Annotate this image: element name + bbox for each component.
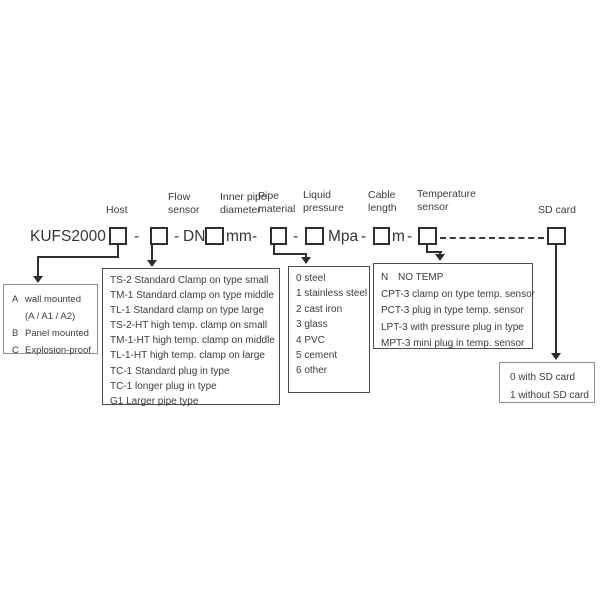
option-line: LPT-3 with pressure plug in type bbox=[381, 321, 524, 333]
liquid-pressure-code-box bbox=[305, 227, 324, 245]
connector-line bbox=[426, 251, 442, 253]
option-code: A bbox=[12, 294, 19, 305]
option-line: 2 cast iron bbox=[296, 303, 343, 315]
connector-line bbox=[305, 253, 307, 259]
inner-pipe-diameter-field-label: Inner pipe diameter bbox=[220, 191, 267, 216]
sd-card-field-label: SD card bbox=[538, 204, 576, 216]
model-number-text: KUFS2000 bbox=[30, 228, 106, 245]
option-row: N NO TEMP bbox=[381, 270, 532, 287]
option-line: TS-2 Standard Clamp on type small bbox=[110, 275, 269, 286]
temperature-sensor-field-label: Temperature sensor bbox=[417, 188, 476, 213]
pipe-material-options-box: 0 steel 1 stainless steel 2 cast iron 3 … bbox=[288, 266, 370, 393]
pipe-material-field-label: Pipe material bbox=[258, 190, 296, 215]
separator-dash: - bbox=[252, 228, 258, 245]
separator-dash: - bbox=[407, 228, 413, 245]
mpa-suffix-text: Mpa bbox=[328, 228, 359, 245]
option-label: wall mounted bbox=[25, 294, 81, 305]
option-label: Explosion-proof bbox=[25, 345, 92, 356]
option-row: A wall mounted bbox=[12, 291, 97, 308]
connector-line bbox=[273, 253, 307, 255]
option-label: Panel mounted bbox=[25, 328, 89, 339]
connector-line bbox=[117, 245, 119, 258]
flow-sensor-options-box: TS-2 Standard Clamp on type small TM-1 S… bbox=[102, 268, 280, 407]
host-field-label-text: Host bbox=[106, 204, 128, 216]
flow-sensor-field-label: Flow sensor bbox=[168, 191, 200, 216]
temperature-sensor-code-box bbox=[418, 227, 437, 245]
option-line: MPT-3 mini plug in temp. sensor bbox=[381, 338, 525, 350]
option-line: 0 with SD card bbox=[510, 372, 576, 383]
separator-dash: - bbox=[174, 228, 180, 245]
dn-prefix-text: DN bbox=[183, 228, 206, 245]
separator-dash: - bbox=[293, 228, 299, 245]
option-line: 1 stainless steel bbox=[296, 288, 368, 300]
option-line: TL-1 Standard clamp on type large bbox=[110, 305, 264, 317]
arrow-down-icon bbox=[147, 260, 157, 267]
option-line: 5 cement bbox=[296, 350, 338, 362]
option-label: NO TEMP bbox=[398, 272, 444, 283]
connector-line bbox=[37, 256, 119, 258]
option-line: TC-1 longer plug in type bbox=[110, 380, 217, 392]
temperature-sensor-options-box: N NO TEMP CPT-3 clamp on type temp. sens… bbox=[373, 263, 535, 349]
option-code: C bbox=[12, 345, 19, 356]
option-line: 3 glass bbox=[296, 319, 328, 331]
option-line: TM-1-HT high temp. clamp on middle bbox=[110, 335, 275, 347]
separator-dash: - bbox=[361, 228, 367, 245]
connector-line bbox=[426, 245, 428, 253]
arrow-down-icon bbox=[435, 254, 445, 261]
option-line: G1 Larger pipe type bbox=[110, 395, 199, 407]
option-line: 0 steel bbox=[296, 273, 326, 284]
mm-suffix-text: mm bbox=[226, 228, 252, 245]
connector-line bbox=[273, 245, 275, 255]
inner-pipe-diameter-code-box bbox=[205, 227, 224, 245]
host-code-box bbox=[109, 227, 127, 245]
option-row: B Panel mounted bbox=[12, 325, 97, 342]
option-line: TS-2-HT high temp. clamp on small bbox=[110, 320, 268, 332]
option-code bbox=[12, 308, 25, 325]
option-row: C Explosion-proof bbox=[12, 342, 97, 359]
connector-line bbox=[37, 256, 39, 278]
option-line: 4 PVC bbox=[296, 334, 325, 346]
option-line: TC-1 Standard plug in type bbox=[110, 365, 230, 377]
arrow-down-icon bbox=[551, 353, 561, 360]
connector-line bbox=[439, 251, 441, 256]
dashed-connector-line bbox=[440, 237, 544, 239]
sd-card-code-box bbox=[547, 227, 566, 245]
option-label: (A / A1 / A2) bbox=[25, 311, 76, 322]
option-line: 6 other bbox=[296, 365, 328, 377]
option-row: (A / A1 / A2) bbox=[12, 308, 97, 325]
option-line: TL-1-HT high temp. clamp on large bbox=[110, 350, 265, 362]
separator-dash: - bbox=[134, 228, 140, 245]
option-line: CPT-3 clamp on type temp. sensor bbox=[381, 288, 535, 300]
connector-line bbox=[151, 245, 153, 262]
cable-length-field-label: Cable length bbox=[368, 189, 397, 214]
pipe-material-code-box bbox=[270, 227, 287, 245]
arrow-down-icon bbox=[301, 257, 311, 264]
m-suffix-text: m bbox=[392, 228, 405, 245]
cable-length-code-box bbox=[373, 227, 390, 245]
host-options-box: A wall mounted (A / A1 / A2) B Panel mou… bbox=[3, 284, 98, 356]
arrow-down-icon bbox=[33, 276, 43, 283]
sd-card-options-box: 0 with SD card 1 without SD card bbox=[499, 362, 595, 403]
option-line: 1 without SD card bbox=[510, 390, 589, 401]
connector-line bbox=[555, 245, 557, 355]
flow-sensor-code-box bbox=[150, 227, 168, 245]
host-field-label: Host bbox=[106, 204, 128, 217]
option-line: TM-1 Standard clamp on type middle bbox=[110, 290, 274, 302]
option-code: B bbox=[12, 328, 19, 339]
option-code: N bbox=[381, 272, 389, 283]
liquid-pressure-field-label: Liquid pressure bbox=[303, 189, 344, 214]
option-line: PCT-3 plug in type temp. sensor bbox=[381, 305, 524, 317]
